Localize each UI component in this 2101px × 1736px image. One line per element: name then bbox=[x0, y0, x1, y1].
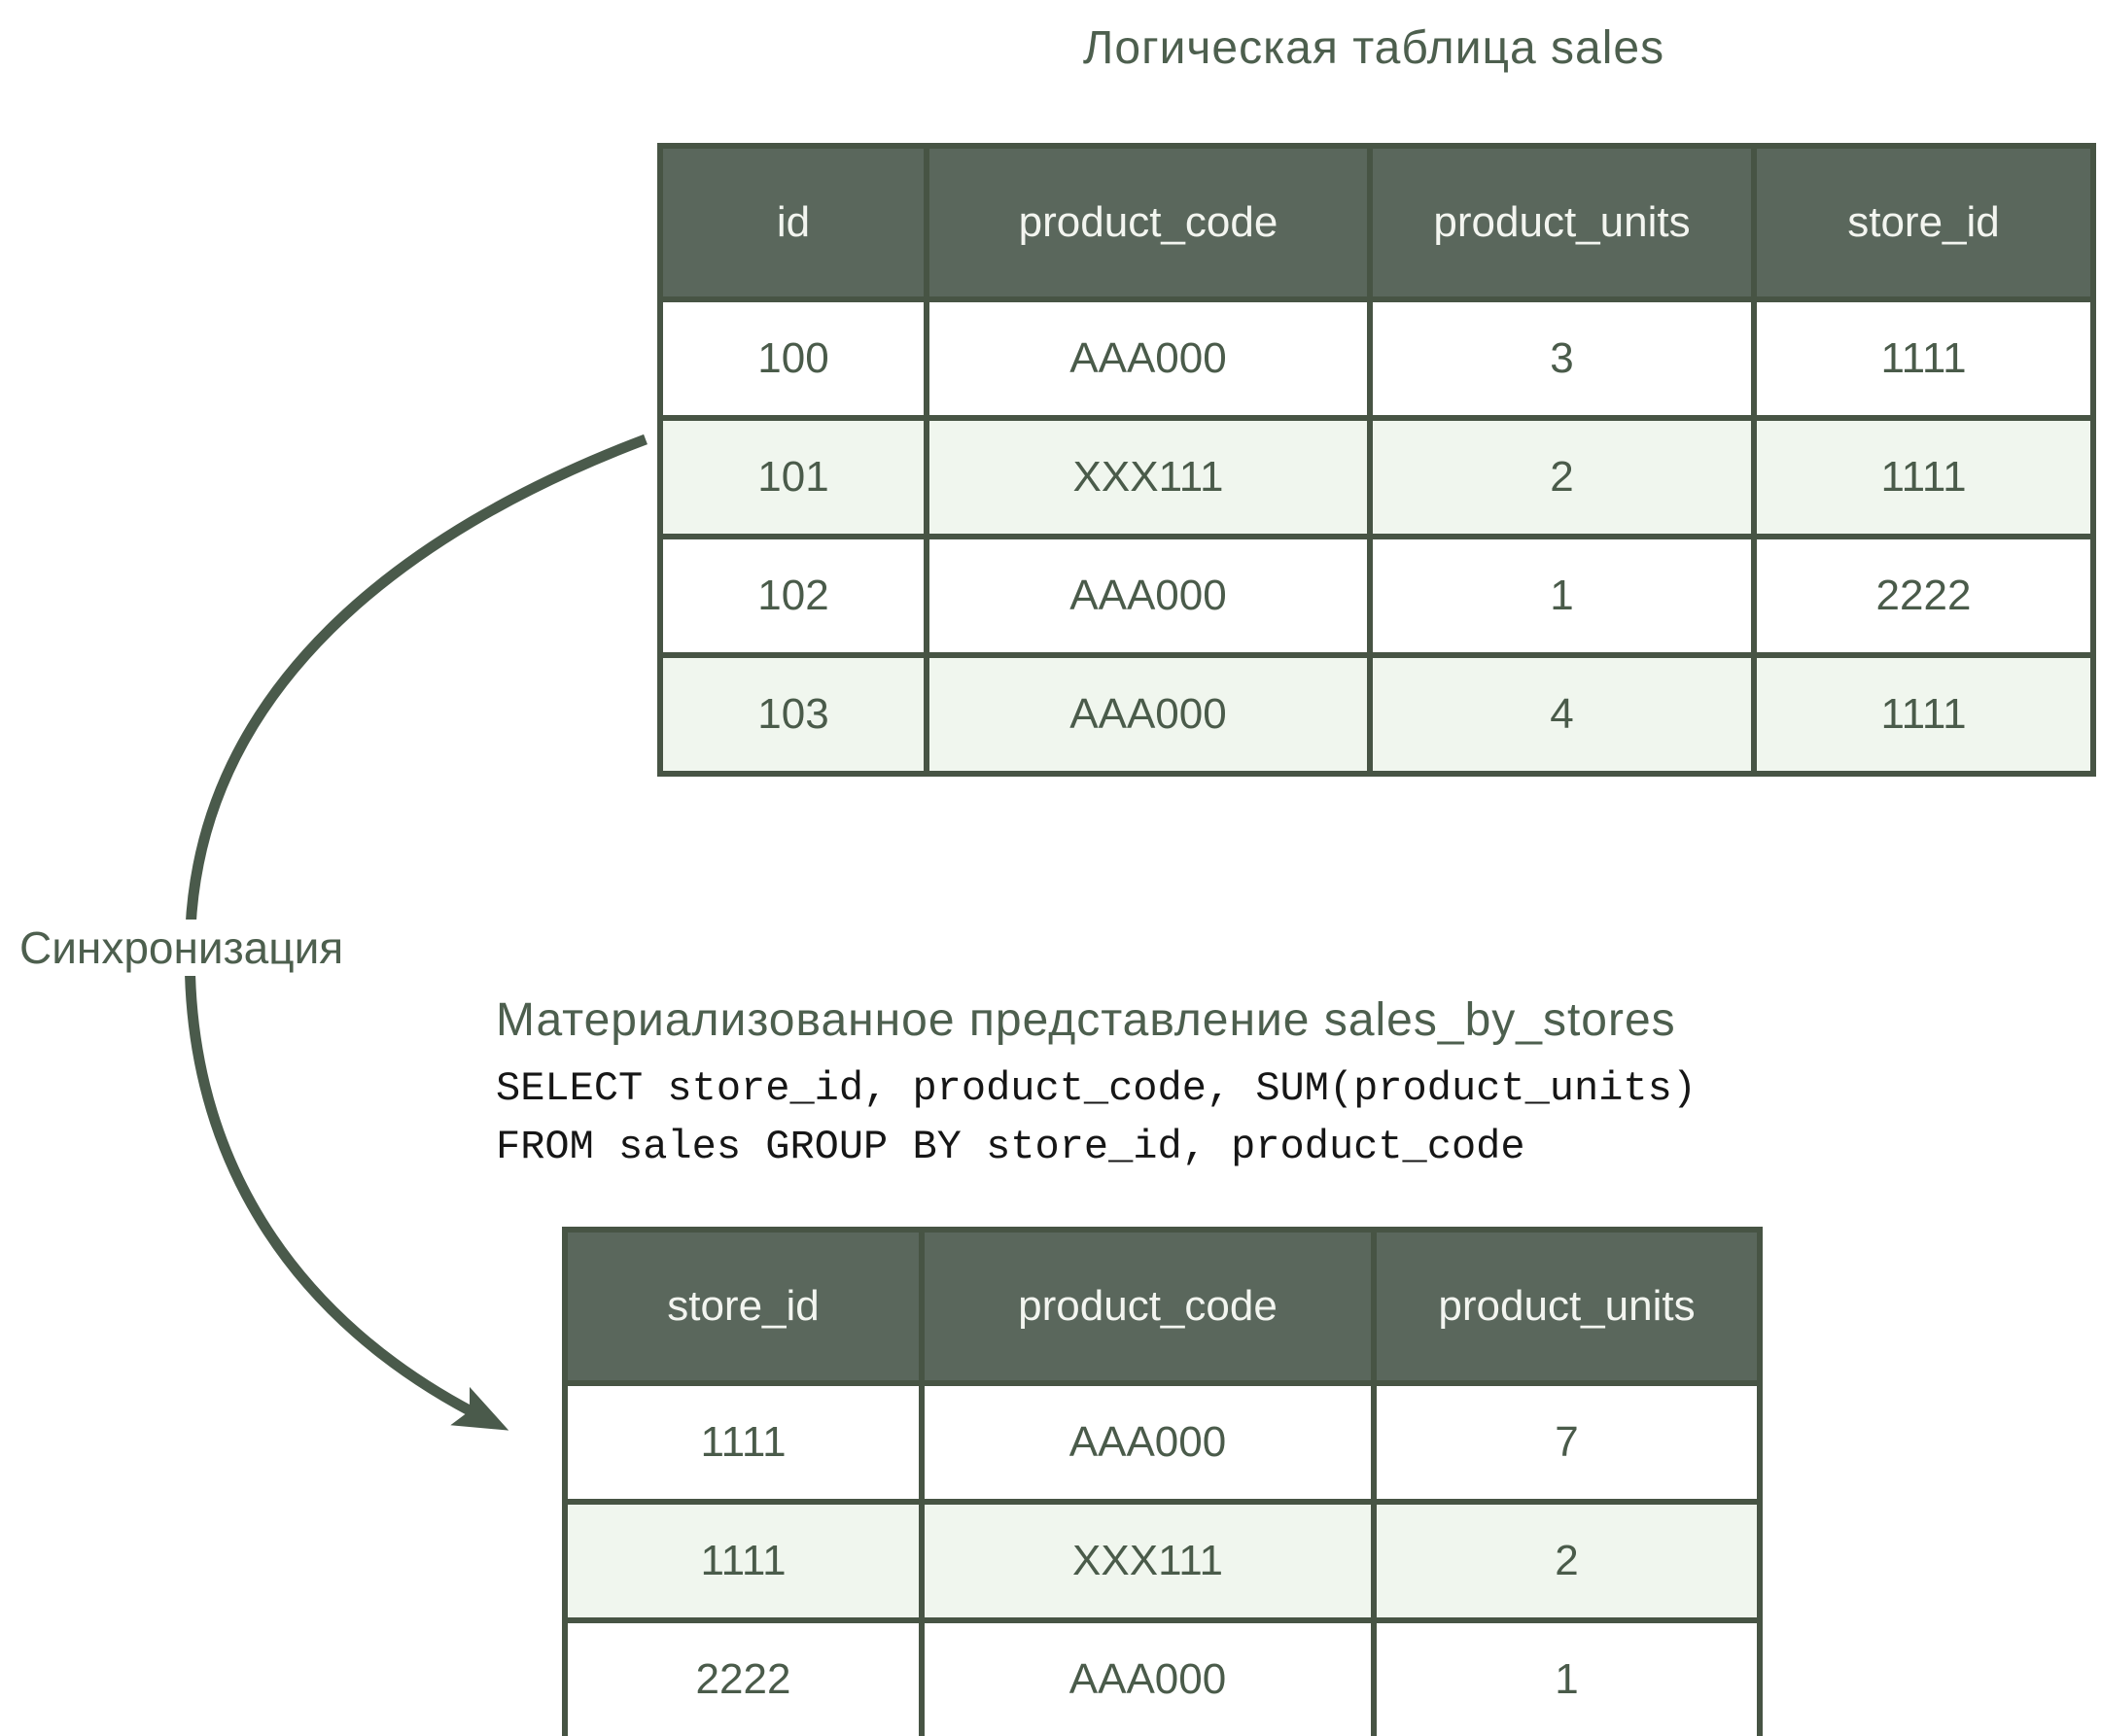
table-row: 102 AAA000 1 2222 bbox=[657, 534, 2096, 658]
cell-id: 101 bbox=[657, 415, 929, 539]
materialized-view-table: store_id product_code product_units 1111… bbox=[562, 1227, 1763, 1736]
table-row: 100 AAA000 3 1111 bbox=[657, 296, 2096, 421]
cell-id: 102 bbox=[657, 534, 929, 658]
column-header-product-units: product_units bbox=[1367, 143, 1757, 302]
cell-product-units: 3 bbox=[1367, 296, 1757, 421]
cell-product-units: 1 bbox=[1367, 534, 1757, 658]
logical-table-header-row: id product_code product_units store_id bbox=[657, 143, 2096, 302]
cell-product-code: AAA000 bbox=[924, 652, 1373, 777]
cell-product-code: AAA000 bbox=[919, 1617, 1377, 1736]
cell-id: 100 bbox=[657, 296, 929, 421]
cell-product-code: XXX111 bbox=[924, 415, 1373, 539]
sql-line-1: SELECT store_id, product_code, SUM(produ… bbox=[496, 1065, 1698, 1112]
column-header-id: id bbox=[657, 143, 929, 302]
cell-product-code: AAA000 bbox=[919, 1380, 1377, 1505]
cell-store-id: 1111 bbox=[1751, 415, 2096, 539]
cell-id: 103 bbox=[657, 652, 929, 777]
cell-product-units: 1 bbox=[1371, 1617, 1763, 1736]
cell-store-id: 1111 bbox=[562, 1380, 925, 1505]
cell-product-units: 2 bbox=[1371, 1499, 1763, 1623]
column-header-store-id: store_id bbox=[1751, 143, 2096, 302]
cell-product-code: AAA000 bbox=[924, 296, 1373, 421]
table-row: 2222 AAA000 1 bbox=[562, 1617, 1763, 1736]
mv-table-header-row: store_id product_code product_units bbox=[562, 1227, 1763, 1386]
cell-product-code: AAA000 bbox=[924, 534, 1373, 658]
cell-store-id: 2222 bbox=[562, 1617, 925, 1736]
sync-label: Синхронизация bbox=[10, 920, 354, 976]
table-row: 101 XXX111 2 1111 bbox=[657, 415, 2096, 539]
column-header-store-id: store_id bbox=[562, 1227, 925, 1386]
column-header-product-units: product_units bbox=[1371, 1227, 1763, 1386]
cell-product-units: 7 bbox=[1371, 1380, 1763, 1505]
sql-query: SELECT store_id, product_code, SUM(produ… bbox=[496, 1059, 1697, 1176]
cell-store-id: 2222 bbox=[1751, 534, 2096, 658]
column-header-product-code: product_code bbox=[924, 143, 1373, 302]
sql-line-2: FROM sales GROUP BY store_id, product_co… bbox=[496, 1124, 1525, 1170]
table-row: 1111 XXX111 2 bbox=[562, 1499, 1763, 1623]
cell-store-id: 1111 bbox=[562, 1499, 925, 1623]
table-row: 1111 AAA000 7 bbox=[562, 1380, 1763, 1505]
table-row: 103 AAA000 4 1111 bbox=[657, 652, 2096, 777]
cell-store-id: 1111 bbox=[1751, 652, 2096, 777]
column-header-product-code: product_code bbox=[919, 1227, 1377, 1386]
cell-store-id: 1111 bbox=[1751, 296, 2096, 421]
materialized-view-title: Материализованное представление sales_by… bbox=[496, 994, 1676, 1046]
cell-product-units: 2 bbox=[1367, 415, 1757, 539]
logical-table-title: Логическая таблица sales bbox=[1082, 22, 1665, 74]
cell-product-code: XXX111 bbox=[919, 1499, 1377, 1623]
cell-product-units: 4 bbox=[1367, 652, 1757, 777]
logical-table: id product_code product_units store_id 1… bbox=[657, 143, 2096, 777]
